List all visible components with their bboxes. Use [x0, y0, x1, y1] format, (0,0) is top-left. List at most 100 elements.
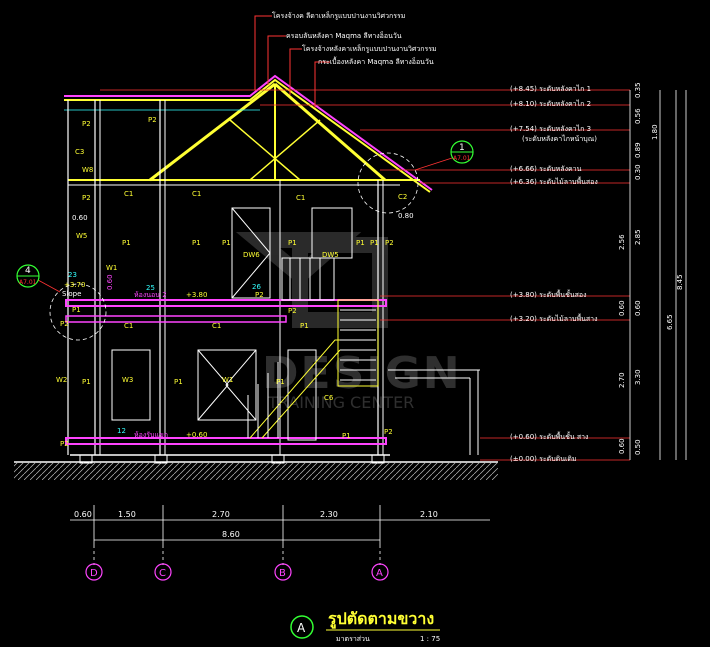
label-p1: P1	[342, 432, 351, 440]
right-dimensions	[629, 90, 687, 460]
grid-axis-a: A	[376, 568, 383, 579]
slope-level: +3.70	[64, 281, 85, 289]
label-w2: W2	[56, 376, 67, 384]
dim-inner: 2.56	[618, 234, 626, 250]
label-p1: P1	[356, 239, 365, 247]
grid-axis-b: B	[279, 568, 286, 579]
callout-4-number: 4	[25, 266, 31, 276]
level-label: (+3.20) ระดับไม้ลาบพื้นสาง	[510, 312, 597, 323]
label-p1: P1	[192, 239, 201, 247]
dim-inner: 0.89	[634, 142, 642, 158]
grid-axis-d: D	[90, 568, 98, 579]
label-p2: P2	[385, 239, 394, 247]
dim-outer: 6.65	[666, 314, 674, 330]
callout-4: 4 A7.01	[16, 264, 107, 341]
note-2: ครอบลันหลังคา Maqma ลีทางอ็อนวัน	[286, 31, 402, 40]
dim-mid: 2.85	[634, 229, 642, 245]
label-p1: P1	[370, 239, 379, 247]
note-3: โครงจ้างหลังคาเหล็กรูแบบปานงานวิศวกรรม	[302, 44, 437, 53]
label-dw5: DW5	[322, 251, 339, 259]
label-w1: W1	[106, 264, 117, 272]
label-c6: C6	[324, 394, 334, 402]
label-c1: C1	[192, 190, 201, 198]
dim-total: 8.45	[676, 274, 684, 290]
element-labels: P2 C3 W8 P2 P2 C1 C1 C1 C2 W5 P1 P1 P1 P…	[56, 116, 414, 448]
label-p1: P1	[122, 239, 131, 247]
room-upper-label: ห้องนอน 2	[134, 291, 167, 299]
label-p1: P1	[222, 239, 231, 247]
label-p2: P2	[60, 440, 69, 448]
label-w8: W8	[82, 166, 93, 174]
label-c1: C1	[124, 322, 133, 330]
tag-side-2: 25	[146, 284, 155, 292]
note-1: โครงจ้างค ลีดาเหล็กรูแบบปานงานวิศวกรรม	[272, 11, 405, 20]
dim-mid: 3.30	[634, 369, 642, 385]
label-w1: W1	[222, 376, 233, 384]
label-c3: C3	[75, 148, 84, 156]
window-w3-lower	[111, 349, 151, 421]
label-w3: W3	[122, 376, 133, 384]
stair	[247, 257, 379, 439]
watermark-sub-text: TRAINING CENTER	[267, 393, 414, 412]
watermark-big-text: DESIGN	[262, 348, 462, 399]
structure	[65, 100, 480, 464]
dim-mid: 1.80	[651, 124, 659, 140]
dim-bottom: 0.60	[74, 510, 92, 519]
callout-1-ref: A7.01	[453, 155, 471, 162]
note-4: กระเบื้องหลังคา Maqma ลีทางอ็อนวัน	[318, 55, 434, 66]
dim-inner: 0.60	[618, 438, 626, 454]
label-p2: P2	[82, 120, 91, 128]
label-p1: P1	[82, 378, 91, 386]
slope-label: Slope	[62, 290, 81, 298]
level-label: (+3.80) ระดับพื้นชั้นสอง	[510, 288, 587, 299]
bottom-dimensions	[70, 505, 490, 565]
dim-inner: 2.70	[618, 372, 626, 388]
dim-bottom-total: 8.60	[222, 530, 240, 539]
ground	[14, 461, 498, 480]
label-dw6: DW6	[243, 251, 260, 259]
grid-axis-c: C	[159, 568, 166, 579]
label-p2: P2	[384, 428, 393, 436]
level-label: (+6.66) ระดับหลังคาน	[510, 165, 582, 173]
right-dimension-text: 0.35 0.56 0.89 0.30 2.56 0.60 2.70 0.60 …	[618, 82, 684, 455]
label-p2: P2	[288, 307, 297, 315]
note-leaders	[254, 15, 330, 108]
dim-inner: 0.60	[618, 300, 626, 316]
dim-vertical: 0.60	[106, 274, 114, 290]
tag-side: 23	[68, 271, 77, 279]
dim-eave: 0.60	[72, 214, 88, 222]
callout-1: 1 A7.01	[357, 140, 474, 214]
label-c1: C1	[212, 322, 221, 330]
callout-1-number: 1	[459, 143, 465, 153]
level-sublabel: (ระดับหลังคาไกหน้าบุณ)	[522, 134, 597, 143]
window-w1-lower	[197, 349, 257, 421]
label-p1: P1	[288, 239, 297, 247]
tag-lower: 12	[117, 427, 126, 435]
dim-mid: 0.60	[634, 300, 642, 316]
drawing-title: A รูปตัดตามขวาง มาตราส่วน 1 : 75	[290, 609, 440, 643]
dim-bottom: 2.30	[320, 510, 338, 519]
label-c2: C2	[398, 193, 407, 201]
bottom-dimension-text: 0.60 1.50 2.70 2.30 2.10 8.60	[74, 510, 438, 539]
roof	[64, 74, 433, 193]
label-c1: C1	[124, 190, 133, 198]
level-label: (+7.54) ระดับหลังคาไก 3	[510, 124, 591, 133]
grid-axes: D C B A	[85, 563, 389, 581]
dim-inner: 0.30	[634, 164, 642, 180]
level-label: (+6.36) ระดับไม้ลาบพื้นสอง	[510, 175, 598, 186]
construction-notes: โครงจ้างค ลีดาเหล็กรูแบบปานงานวิศวกรรม ค…	[272, 11, 437, 66]
label-p1: P1	[72, 306, 81, 314]
label-p2: P2	[255, 291, 264, 299]
callout-4-ref: A7.01	[19, 279, 37, 286]
dim-bottom: 1.50	[118, 510, 136, 519]
tag-upper: 26	[252, 283, 261, 291]
dim-inner: 0.35	[634, 82, 642, 98]
label-w5: W5	[76, 232, 87, 240]
label-p1: P1	[276, 378, 285, 386]
level-label: (+8.45) ระดับหลังคาไก 1	[510, 84, 591, 93]
level-lines	[100, 89, 630, 461]
level-label: (+0.60) ระดับพื้นชั้น สาง	[510, 430, 588, 441]
room-lower-level: +0.60	[186, 431, 207, 439]
